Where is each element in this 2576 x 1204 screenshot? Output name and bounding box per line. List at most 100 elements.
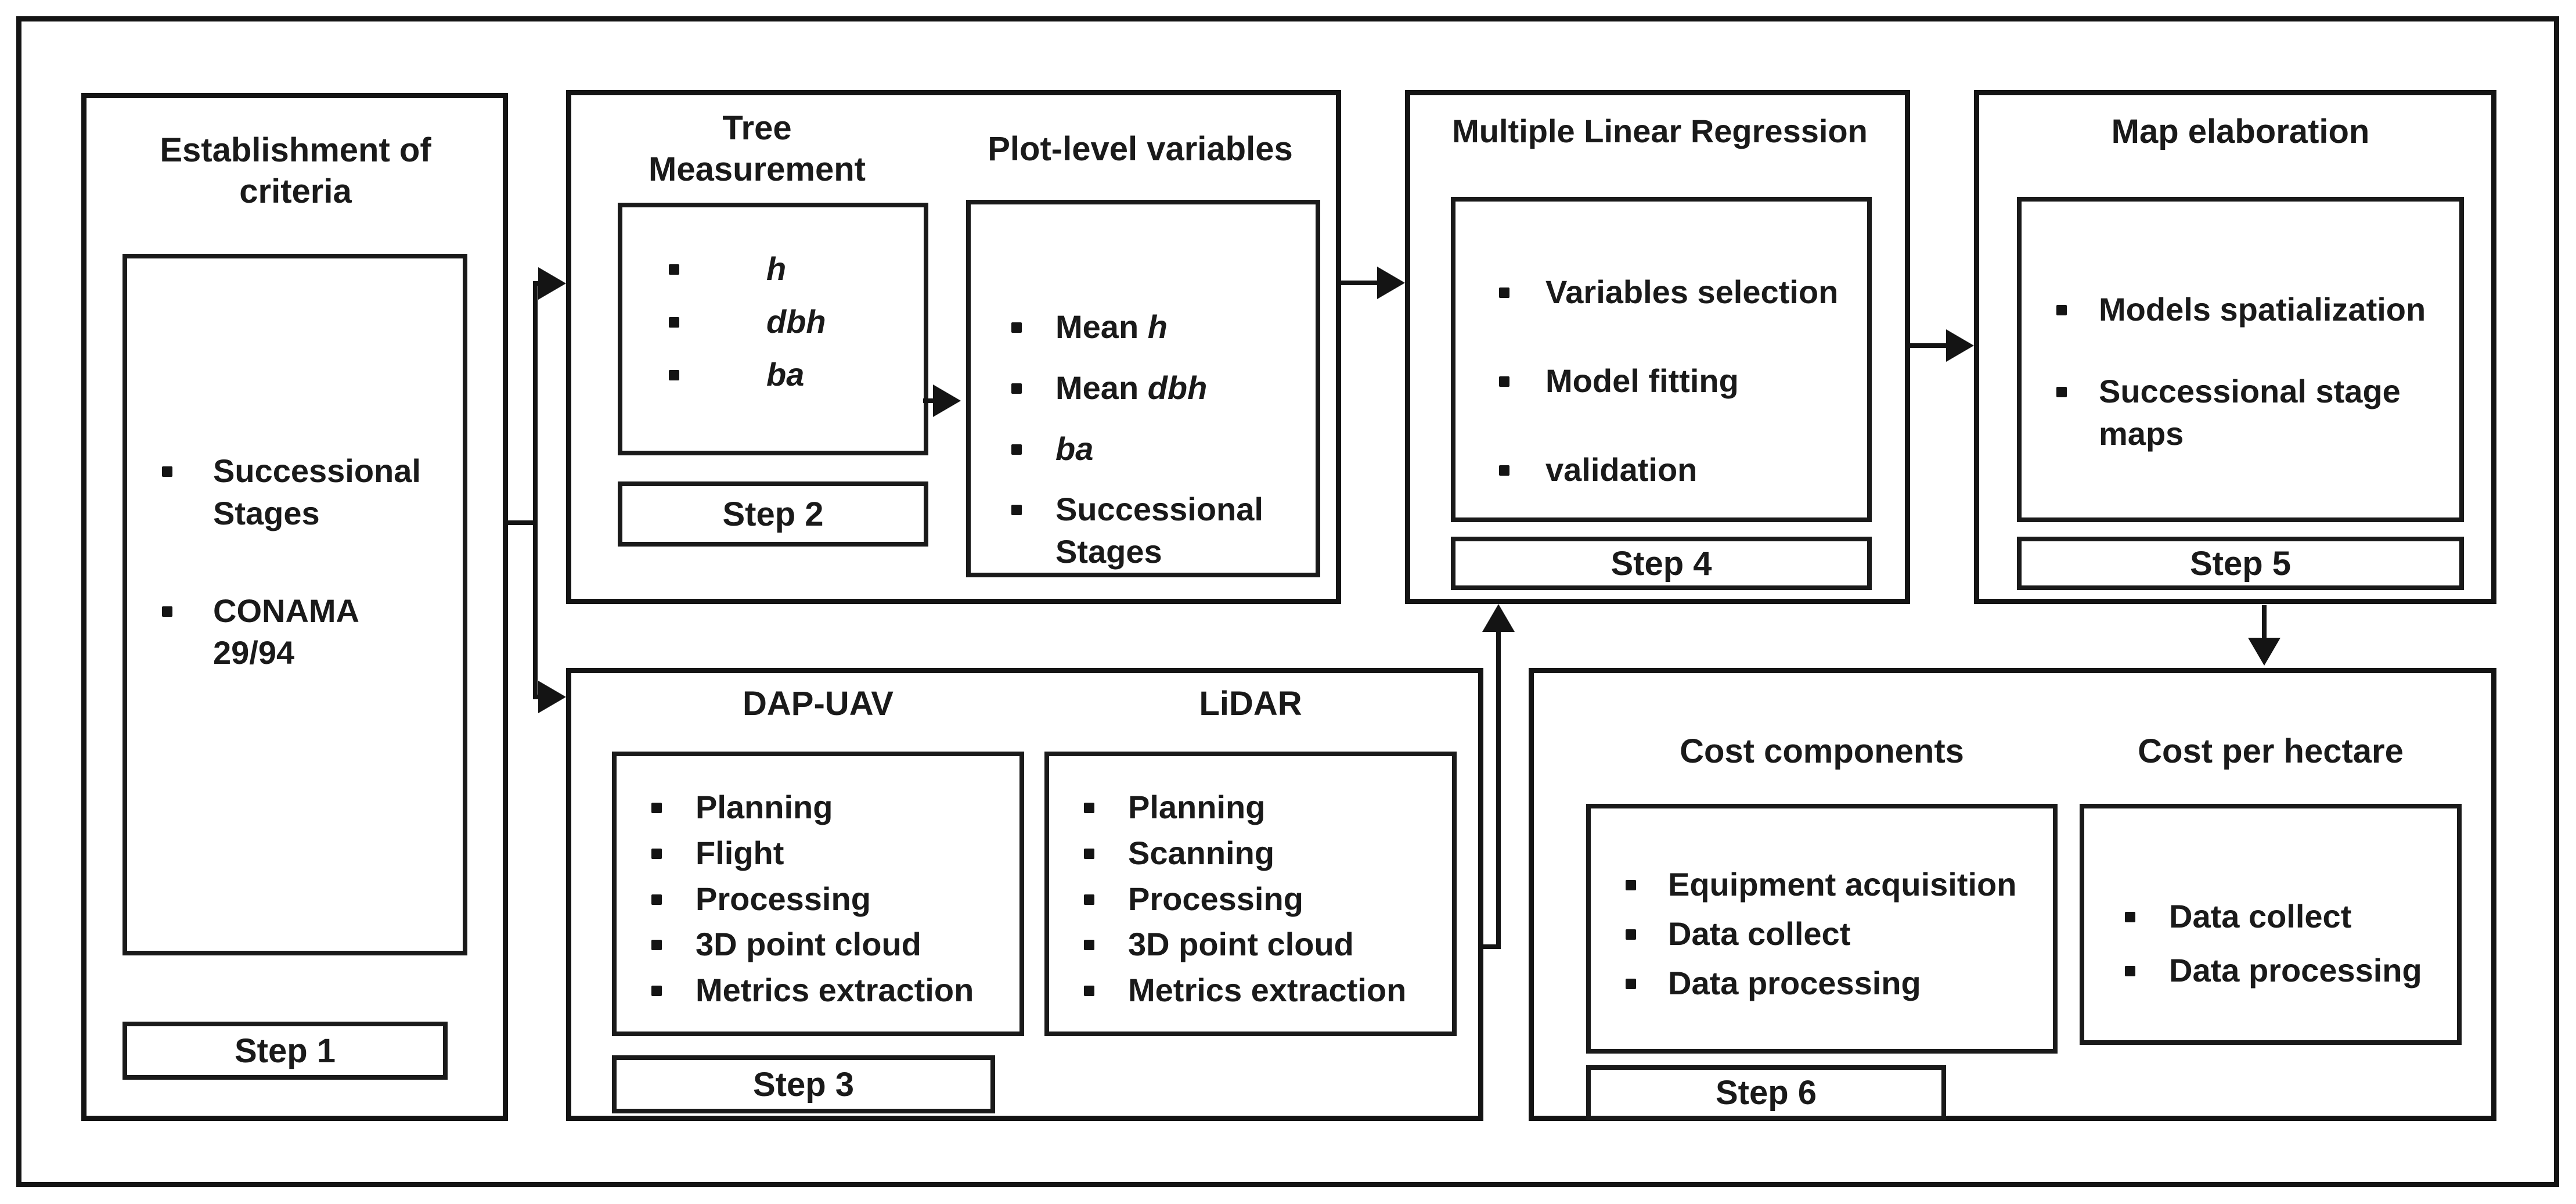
list-item-text: Metrics extraction <box>696 972 974 1009</box>
arrow-step4-to-step5-head <box>1946 329 1974 362</box>
list-item-text: dbh <box>766 303 826 340</box>
bullet-icon <box>1499 287 1509 298</box>
bullet-icon <box>1499 376 1509 387</box>
bullet-icon <box>1084 848 1094 859</box>
list-item: Scanning <box>1084 832 1443 875</box>
bullet-icon <box>669 317 679 328</box>
step2-label-box: Step 2 <box>618 481 928 547</box>
list-item: h <box>669 248 912 290</box>
arrow-tm-to-plv-line <box>923 398 941 403</box>
list-item-text: Processing <box>696 880 871 917</box>
list-item-text: Mean h <box>1055 308 1168 345</box>
list-item: dbh <box>669 301 912 343</box>
list-item-text: Successional Stages <box>1055 491 1263 570</box>
bullet-icon <box>1626 880 1636 890</box>
bullet-icon <box>1626 929 1636 940</box>
list-item-text: Successional stage maps <box>2099 372 2401 452</box>
list-item: Processing <box>1084 878 1443 921</box>
list-item: Mean h <box>1011 306 1301 348</box>
list-item: Successional Stages <box>1011 488 1301 573</box>
bullet-icon <box>1084 894 1094 905</box>
list-item: Planning <box>651 786 1011 829</box>
bullet-icon <box>669 264 679 275</box>
list-item: Planning <box>1084 786 1443 829</box>
bullet-icon <box>651 894 662 905</box>
arrow-step5-to-step6-head <box>2248 638 2280 666</box>
list-item-text: Model fitting <box>1545 362 1739 399</box>
step3-label-box: Step 3 <box>612 1055 995 1113</box>
bullet-icon <box>651 986 662 997</box>
bullet-icon <box>651 940 662 951</box>
arrow-step1-stub <box>508 520 538 525</box>
list-item-text: Data collect <box>2169 898 2352 935</box>
bullet-icon <box>1011 444 1022 455</box>
list-item-text: Data processing <box>1668 964 1921 1001</box>
list-item-text: Planning <box>696 789 833 825</box>
step5-label: Step 5 <box>2189 544 2292 583</box>
bullet-icon <box>2056 305 2067 315</box>
list-item-text: Mean dbh <box>1055 369 1208 406</box>
bullet-icon <box>669 369 679 380</box>
step3-label: Step 3 <box>752 1065 855 1104</box>
step6-label-box: Step 6 <box>1586 1065 1946 1120</box>
arrow-to-step3-head <box>538 681 566 713</box>
list-item-text: Data collect <box>1668 915 1851 952</box>
list-item-text: Planning <box>1128 789 1266 825</box>
list-item-text: ba <box>1055 430 1094 467</box>
mlr-title: Multiple Linear Regression <box>1452 113 1868 149</box>
cost-components-title: Cost components <box>1680 732 1964 770</box>
step5-label-box: Step 5 <box>2017 537 2464 590</box>
list-item-text: Equipment acquisition <box>1668 866 2017 903</box>
bullet-icon <box>1499 465 1509 476</box>
arrow-step4-to-step5-line <box>1909 343 1950 348</box>
bullet-icon <box>1084 940 1094 951</box>
bullet-icon <box>162 466 172 477</box>
bullet-icon <box>651 848 662 859</box>
list-item: Data collect <box>2125 896 2451 938</box>
list-item-text: Variables selection <box>1545 274 1839 310</box>
dap-uav-title: DAP-UAV <box>743 685 894 723</box>
map-elaboration-title: Map elaboration <box>2111 113 2370 150</box>
arrow-step2-to-step4-line <box>1340 281 1381 285</box>
bullet-icon <box>2125 965 2135 976</box>
bullet-icon <box>651 803 662 813</box>
list-item: CONAMA 29/94 <box>162 590 442 675</box>
step2-label: Step 2 <box>722 495 824 533</box>
list-item-text: h <box>766 250 787 287</box>
arrow-step5-to-step6-line <box>2262 605 2267 641</box>
step1-label-box: Step 1 <box>123 1022 448 1080</box>
list-item: Processing <box>651 878 1011 921</box>
list-item: Equipment acquisition <box>1626 864 2047 906</box>
list-item-text: Scanning <box>1128 834 1275 871</box>
bullet-icon <box>1011 383 1022 394</box>
list-item: Metrics extraction <box>1084 969 1443 1012</box>
list-item-text: Flight <box>696 834 784 871</box>
step4-label: Step 4 <box>1611 544 1712 583</box>
list-item-text: CONAMA 29/94 <box>213 592 358 671</box>
list-item-text: Data processing <box>2169 951 2422 989</box>
list-item: 3D point cloud <box>651 923 1011 966</box>
arrow-step2-to-step4-head <box>1377 267 1405 299</box>
list-item-text: 3D point cloud <box>1128 926 1354 963</box>
bullet-icon <box>1084 986 1094 997</box>
bullet-icon <box>2056 386 2067 397</box>
list-item: validation <box>1499 449 1856 491</box>
list-item: ba <box>669 354 912 396</box>
